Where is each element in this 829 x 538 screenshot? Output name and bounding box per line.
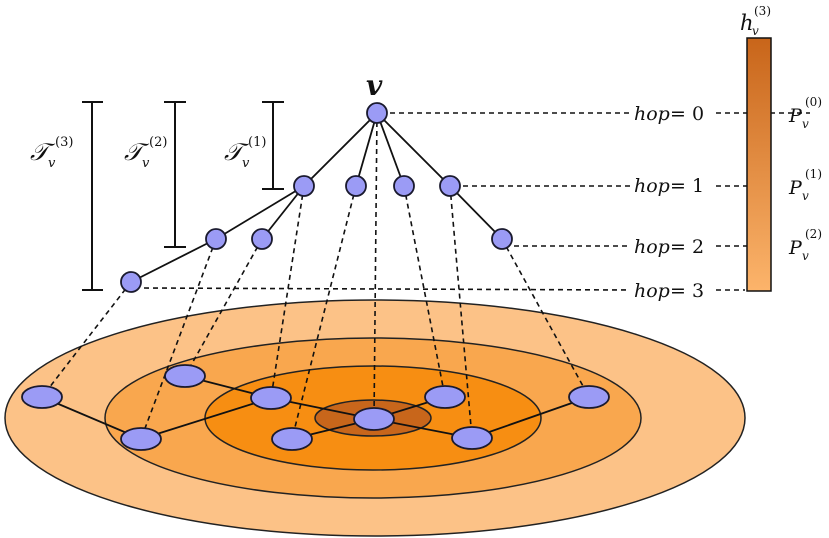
root-label: v [366, 69, 383, 102]
subtree-label-1: 𝒯 v (1) [224, 135, 266, 171]
embedding-bar [746, 37, 772, 292]
svg-text:v: v [142, 156, 150, 171]
p-label-1: P v (1) [788, 167, 822, 203]
svg-text:(2): (2) [149, 135, 167, 150]
svg-text:P: P [788, 177, 803, 199]
subtree-brackets [82, 101, 284, 291]
graph-node [353, 407, 395, 431]
svg-text:h: h [740, 11, 754, 35]
tree-edges [130, 112, 503, 283]
svg-text:P: P [788, 105, 803, 127]
tree-node [491, 228, 513, 250]
graph-node [271, 427, 313, 451]
p-label-2: P v (2) [788, 227, 822, 263]
tree-node [120, 271, 142, 293]
graph-node [451, 426, 493, 450]
tree-nodes [120, 102, 513, 293]
svg-text:(1): (1) [805, 167, 822, 181]
graph-node [424, 385, 466, 409]
h-label: h v (3) [740, 4, 771, 38]
hop-label-3: hop = 3 [634, 280, 704, 302]
svg-text:v: v [48, 156, 56, 171]
graph-node [568, 385, 610, 409]
svg-text:P: P [788, 237, 803, 259]
svg-text:hop: hop [634, 280, 670, 302]
svg-text:v: v [752, 24, 759, 38]
graph-node [120, 427, 162, 451]
svg-text:= 2: = 2 [670, 236, 704, 258]
projection-lines [41, 112, 590, 440]
svg-text:= 3: = 3 [670, 280, 704, 302]
svg-text:v: v [802, 249, 809, 263]
svg-text:(3): (3) [754, 4, 771, 18]
svg-text:v: v [802, 189, 809, 203]
base-nodes [21, 364, 610, 451]
svg-text:v: v [242, 156, 250, 171]
svg-text:(2): (2) [805, 227, 822, 241]
svg-text:= 1: = 1 [670, 175, 704, 197]
svg-text:(1): (1) [248, 135, 266, 150]
svg-text:hop: hop [634, 236, 670, 258]
subtree-label-3: 𝒯 v (3) [30, 135, 73, 171]
svg-text:(0): (0) [805, 95, 822, 109]
svg-text:hop: hop [634, 175, 670, 197]
hop-guides [143, 112, 810, 291]
svg-text:v: v [802, 117, 809, 131]
subtree-label-2: 𝒯 v (2) [124, 135, 167, 171]
graph-node [21, 385, 63, 409]
tree-node [345, 175, 367, 197]
hop-label-0: hop = 0 [634, 103, 704, 125]
hop-label-2: hop = 2 [634, 236, 704, 258]
tree-node [205, 228, 227, 250]
hop-label-1: hop = 1 [634, 175, 704, 197]
tree-node [393, 175, 415, 197]
graph-node [164, 364, 206, 388]
tree-node-root [366, 102, 388, 124]
tree-node [251, 228, 273, 250]
p-label-0: P v (0) [788, 95, 822, 131]
graph-node [250, 386, 292, 410]
tree-node [293, 175, 315, 197]
tree-node [439, 175, 461, 197]
svg-text:= 0: = 0 [670, 103, 704, 125]
svg-text:hop: hop [634, 103, 670, 125]
svg-text:(3): (3) [55, 135, 73, 150]
